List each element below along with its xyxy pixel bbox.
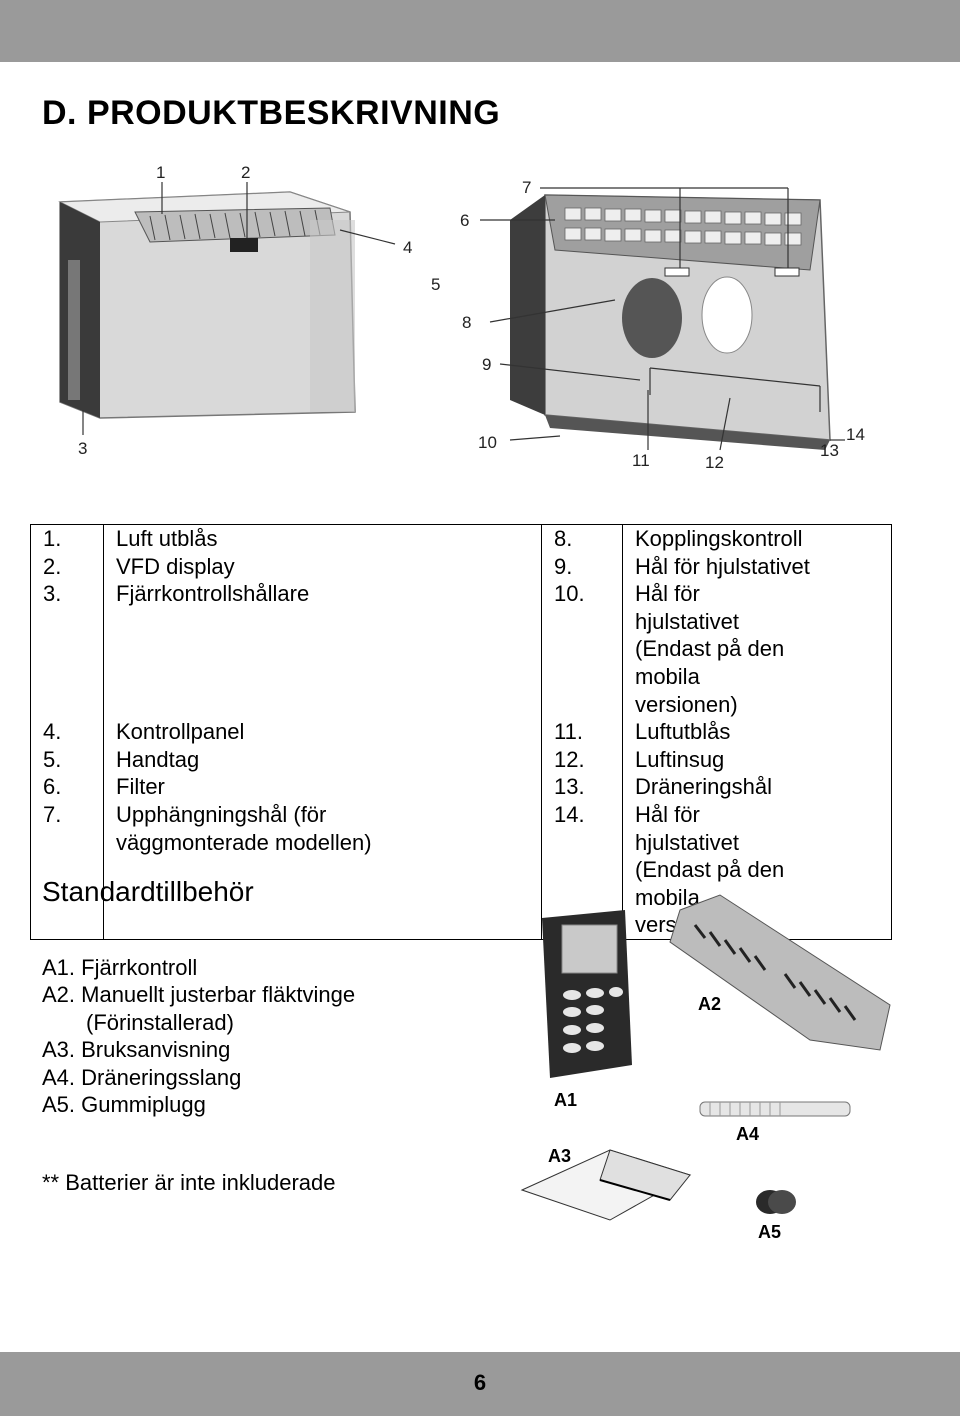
list-item: A2. Manuellt justerbar fläktvinge [42, 982, 356, 1008]
accessory-label-a2: A2 [698, 994, 721, 1014]
part-name: VFD display [103, 552, 542, 581]
accessory-label-a1: A1 [554, 1090, 577, 1110]
parts-table: 1. Luft utblås 8. Kopplingskontroll 2. V… [30, 523, 892, 940]
list-item: A4. Dräneringsslang [42, 1064, 242, 1090]
part-name: Filter [103, 773, 542, 801]
battery-note: ** Batterier är inte inkluderade [42, 1170, 336, 1195]
callout-3: 3 [78, 439, 87, 458]
page-number: 6 [473, 1370, 487, 1395]
part-number: 13. [541, 773, 623, 801]
part-name: Kontrollpanel [103, 718, 542, 746]
callout-13: 13 [820, 441, 839, 460]
part-name: Hål för hjulstativet [622, 552, 892, 581]
product-diagram: 1 2 3 4 5 [58, 163, 865, 472]
part-number: 1. [30, 523, 104, 553]
callout-1: 1 [156, 163, 165, 182]
accessory-label-a3: A3 [548, 1146, 571, 1166]
part-name: Hål för hjulstativet (Endast på den mobi… [622, 580, 892, 719]
accessory-label-a5: A5 [758, 1222, 781, 1242]
part-number: 12. [541, 745, 623, 774]
table-row: 4. Kontrollpanel 11. Luftutblås [30, 718, 892, 746]
front-unit-illustration [58, 191, 356, 419]
list-item: (Förinstallerad) [86, 1009, 234, 1035]
callout-4: 4 [403, 238, 412, 257]
part-number: 10. [541, 580, 623, 719]
table-row: 3. Fjärrkontrollshållare 10. Hål för hju… [30, 580, 892, 719]
part-number: 9. [541, 552, 623, 581]
callout-2: 2 [241, 163, 250, 182]
part-name: Upphängningshål (för väggmonterade model… [103, 800, 542, 940]
part-number: 2. [30, 552, 104, 581]
part-number: 3. [30, 580, 104, 719]
list-item: A1. Fjärrkontroll [42, 955, 198, 980]
manual-image [520, 1149, 692, 1221]
part-name: Hål för hjulstativet (Endast på den mobi… [622, 800, 892, 940]
part-name: Dräneringshål [622, 773, 892, 801]
callout-10: 10 [478, 433, 497, 452]
part-name: Luftinsug [622, 745, 892, 774]
accessories-title: Standardtillbehör [42, 876, 254, 907]
callout-7: 7 [522, 178, 531, 197]
list-item: A5. Gummiplugg [42, 1092, 206, 1118]
accessories-illustration: A1 A2 A3 A4 A5 [520, 894, 891, 1242]
callout-11: 11 [632, 451, 650, 470]
table-row: 2. VFD display 9. Hål för hjulstativet [30, 552, 892, 581]
callout-9: 9 [482, 355, 491, 374]
table-row: 6. Filter 13. Dräneringshål [30, 773, 892, 801]
rear-unit-illustration [510, 194, 831, 450]
part-name: Handtag [103, 745, 542, 774]
table-row: 7. Upphängningshål (för väggmonterade mo… [30, 800, 892, 940]
header-bar [0, 0, 960, 62]
accessory-label-a4: A4 [736, 1124, 759, 1144]
part-name: Kopplingskontroll [622, 523, 892, 553]
accessories-list: A1. Fjärrkontroll A2. Manuellt justerbar… [42, 954, 355, 1118]
part-number: 4. [30, 718, 104, 746]
drain-hose-image [699, 1101, 851, 1117]
list-item: A3. Bruksanvisning [42, 1037, 231, 1063]
table-row: 1. Luft utblås 8. Kopplingskontroll [30, 523, 892, 553]
callout-8: 8 [462, 313, 471, 332]
part-name: Luft utblås [103, 523, 542, 553]
callout-6: 6 [460, 211, 469, 230]
part-name: Fjärrkontrollshållare [103, 580, 542, 719]
section-heading: D. PRODUKTBESKRIVNING [42, 94, 501, 132]
part-number: 5. [30, 745, 104, 774]
part-number: 11. [541, 718, 623, 746]
table-row: 5. Handtag 12. Luftinsug [30, 745, 892, 774]
part-name: Luftutblås [622, 718, 892, 746]
part-number: 8. [541, 523, 623, 553]
footer-bar [0, 1352, 960, 1416]
remote-control-image [542, 910, 632, 1078]
rubber-plug-image [756, 1190, 796, 1214]
fan-vane-image [669, 894, 891, 1051]
part-number: 7. [30, 800, 104, 940]
callout-5: 5 [431, 275, 440, 294]
part-number: 6. [30, 773, 104, 801]
callout-12: 12 [705, 453, 724, 472]
callout-14: 14 [846, 425, 865, 444]
